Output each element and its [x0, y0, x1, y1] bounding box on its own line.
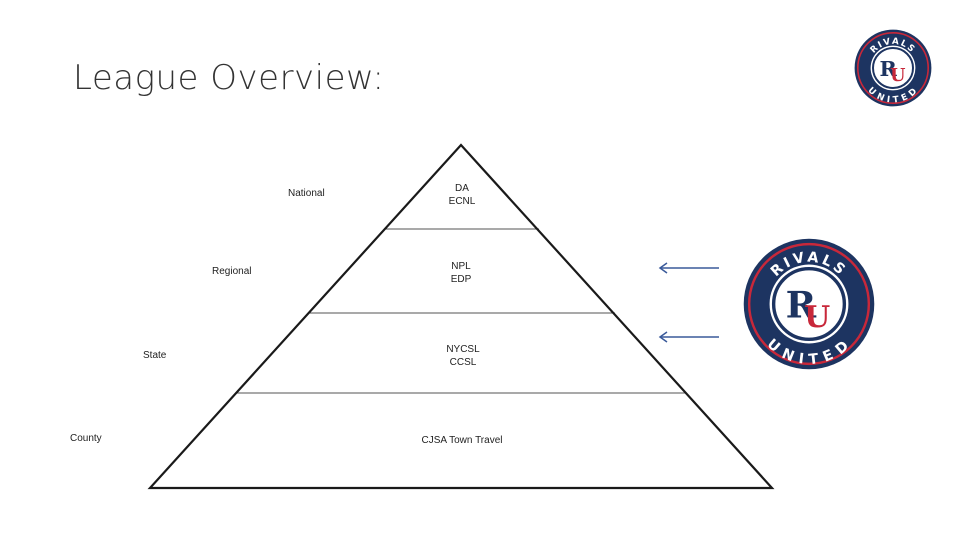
svg-text:R: R: [786, 284, 817, 327]
svg-text:U: U: [890, 65, 905, 86]
tier-content-state: NYCSL CCSL: [446, 343, 479, 369]
svg-text:R: R: [880, 56, 898, 81]
league-ccsl: CCSL: [449, 357, 477, 368]
league-edp: EDP: [450, 274, 472, 285]
league-npl: NPL: [451, 261, 471, 272]
rivals-united-logo-small: RIVALS UNITED R U: [853, 28, 933, 108]
league-ecnl: ECNL: [448, 196, 476, 207]
tier-label-national: National: [288, 188, 325, 199]
tier-label-county: County: [70, 433, 102, 444]
slide-title: League Overview:: [73, 58, 385, 98]
pyramid-outline: [147, 143, 775, 490]
tier-content-regional: NPL EDP: [451, 260, 472, 286]
league-da: DA: [455, 183, 469, 194]
svg-text:U: U: [804, 300, 830, 335]
tier-label-state: State: [143, 350, 167, 361]
league-cjsa-town-travel: CJSA Town Travel: [421, 435, 503, 446]
tier-content-county: CJSA Town Travel: [422, 434, 503, 447]
tier-content-national: DA ECNL: [449, 182, 476, 208]
arrow-regional: [658, 262, 719, 274]
rivals-united-logo-large: RIVALS UNITED R U: [741, 236, 877, 372]
league-nycsl: NYCSL: [446, 344, 480, 355]
tier-label-regional: Regional: [212, 266, 252, 277]
arrow-state: [658, 331, 719, 343]
